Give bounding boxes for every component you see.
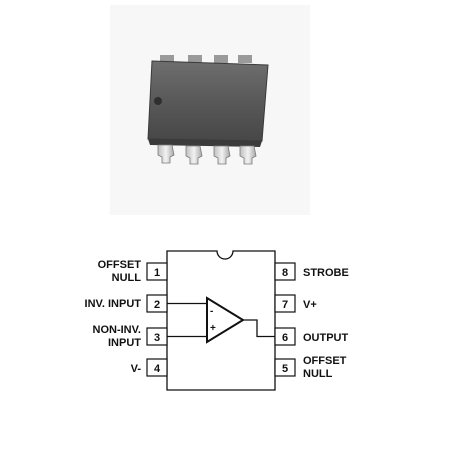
pin-5-number: 5: [282, 363, 288, 375]
pin-7-box: [274, 294, 296, 313]
pin-2-label: INV. INPUT: [85, 298, 142, 310]
pin-1-label-line2: NULL: [112, 272, 142, 284]
pin-8-number: 8: [282, 267, 288, 279]
wire-output: [243, 319, 275, 338]
pin-7-number: 7: [282, 299, 288, 311]
opamp-minus-sign: -: [210, 306, 213, 317]
chip-front-pins: [157, 144, 257, 165]
chip-top-pins: [160, 55, 252, 63]
pin-5-label-line2: NULL: [303, 368, 333, 380]
pin-6-label: OUTPUT: [303, 332, 349, 344]
pin-4-box: [146, 358, 168, 377]
pin-3-label-line1: NON-INV.: [93, 324, 142, 336]
chip-photo: [110, 5, 310, 215]
pin-2-number: 2: [154, 299, 160, 311]
pin-1-label-line1: OFFSET: [98, 259, 142, 271]
pin-1-number: 1: [154, 267, 160, 279]
pin-8-label: STROBE: [303, 267, 349, 279]
pin-3-label-line2: INPUT: [108, 337, 141, 349]
opamp-plus-sign: +: [210, 323, 216, 334]
pin-5-box: [274, 358, 296, 377]
pin-6-number: 6: [282, 332, 288, 344]
pin-5-label-line1: OFFSET: [303, 355, 347, 367]
pin1-notch-dot: [154, 97, 162, 105]
pin-3-number: 3: [154, 332, 160, 344]
pin-8-box: [274, 262, 296, 281]
opamp-triangle-symbol: [206, 296, 245, 344]
pin-1-box: [146, 262, 168, 281]
pin-7-label: V+: [303, 299, 317, 311]
pin-4-number: 4: [154, 363, 161, 375]
ic-package-outline: [166, 250, 276, 391]
pin-4-label: V-: [131, 363, 142, 375]
